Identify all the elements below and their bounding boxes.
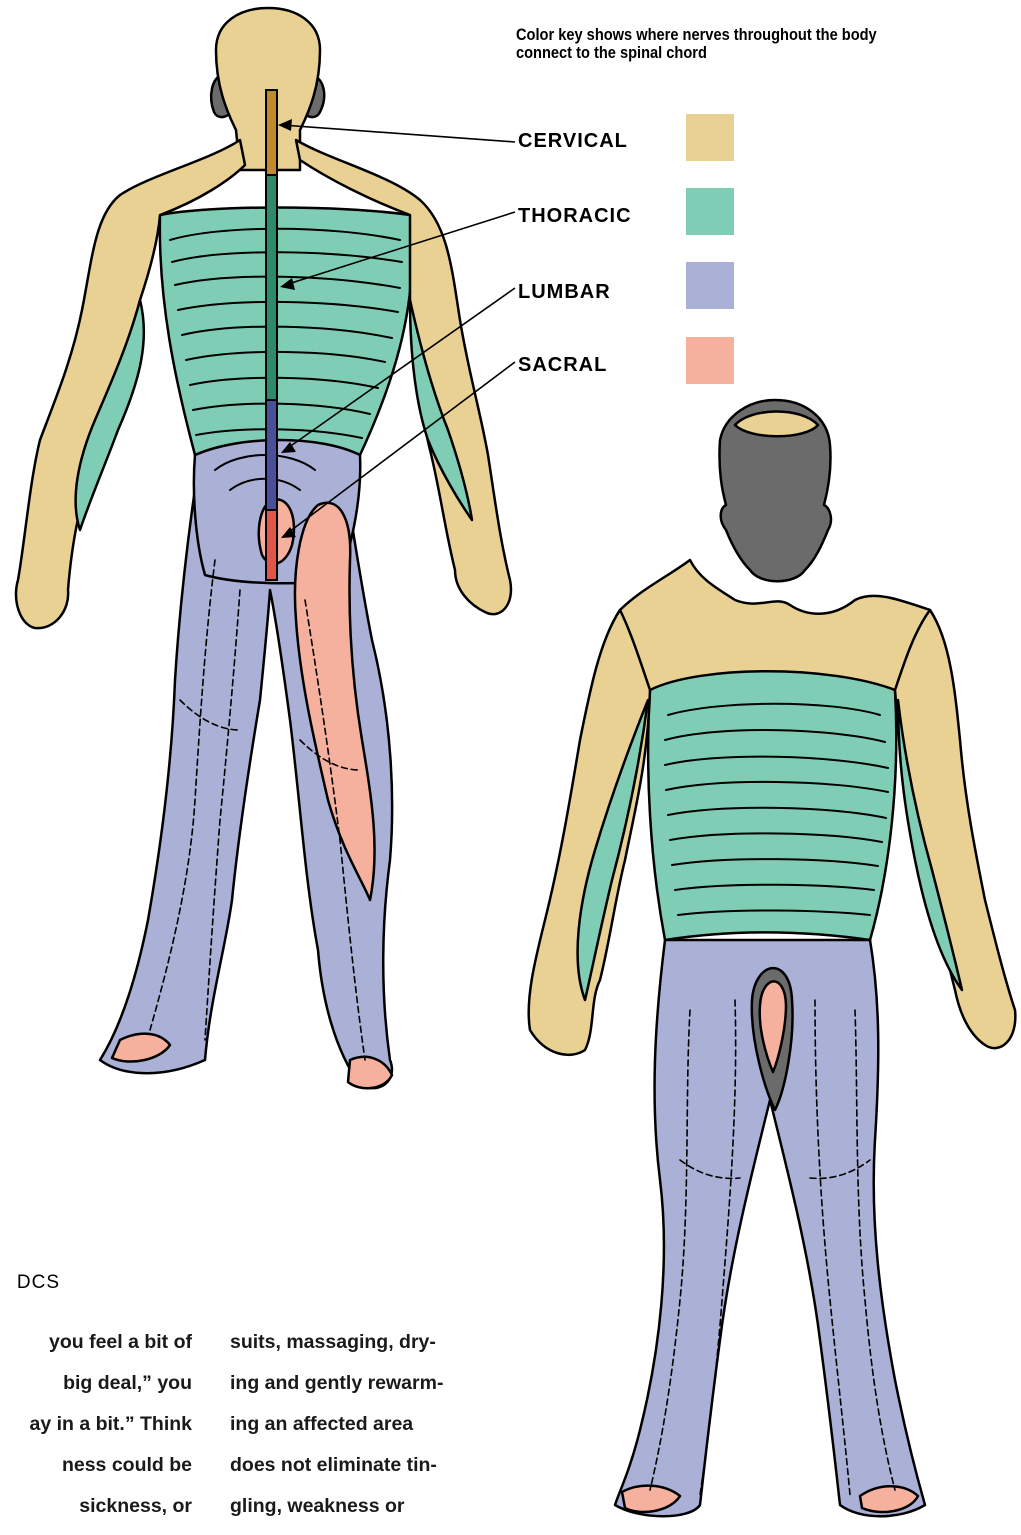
key-swatch-cervical — [686, 114, 734, 161]
article-right-column: suits, massaging, dry- ing and gently re… — [230, 1322, 490, 1527]
right-line-3: ing an affected area — [230, 1404, 490, 1445]
article-heading: DCS — [0, 1272, 60, 1294]
left-line-4: ness could be — [0, 1445, 192, 1486]
front-view-figure — [529, 400, 1016, 1516]
front-torso-thoracic — [648, 668, 896, 941]
spine-thoracic-segment — [266, 175, 277, 400]
key-label-thoracic: THORACIC — [518, 205, 632, 228]
spine-lumbar-segment — [266, 400, 277, 510]
leader-cervical — [282, 125, 515, 142]
left-line-3: ay in a bit.” Think — [0, 1404, 192, 1445]
left-line-1: you feel a bit of — [0, 1322, 192, 1363]
key-swatch-thoracic — [686, 188, 734, 235]
back-view-figure — [16, 8, 511, 1088]
right-line-4: does not eliminate tin- — [230, 1445, 490, 1486]
right-line-1: suits, massaging, dry- — [230, 1322, 490, 1363]
key-swatch-lumbar — [686, 262, 734, 309]
spine-sacral-segment — [266, 510, 277, 580]
key-label-sacral: SACRAL — [518, 354, 607, 377]
key-label-lumbar: LUMBAR — [518, 281, 611, 304]
spine-cervical-segment — [266, 90, 277, 175]
left-line-2: big deal,” you — [0, 1363, 192, 1404]
key-swatch-sacral — [686, 337, 734, 384]
key-label-cervical: CERVICAL — [518, 130, 628, 153]
left-line-5: sickness, or — [0, 1486, 192, 1527]
color-key-caption: Color key shows where nerves throughout … — [516, 26, 903, 62]
front-left-arm-cervical — [529, 610, 650, 1055]
article-left-column: you feel a bit of big deal,” you ay in a… — [0, 1322, 192, 1527]
right-line-2: ing and gently rewarm- — [230, 1363, 490, 1404]
right-line-5: gling, weakness or — [230, 1486, 490, 1527]
